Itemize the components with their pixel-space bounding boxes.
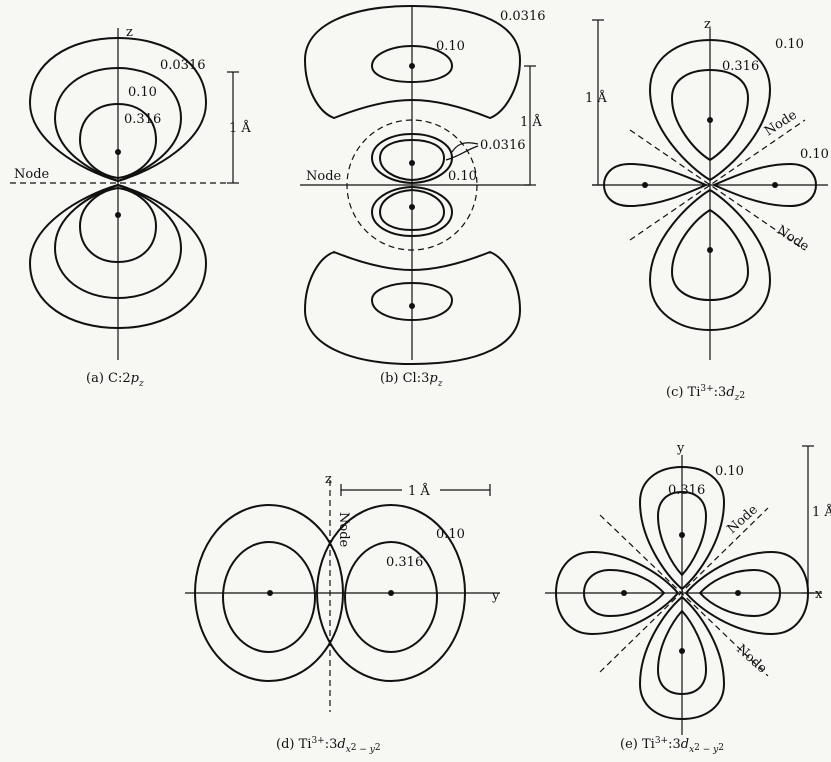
contour-inner-lower	[78, 186, 158, 264]
scale-label: 1 Å	[585, 90, 607, 106]
nucleus-dot	[115, 149, 121, 155]
node-cone-line	[629, 129, 806, 251]
contour-inner-bottom	[670, 208, 750, 302]
node-label: Node	[762, 107, 800, 139]
contour-inner-lower-inner	[378, 188, 446, 232]
contour-label: 0.316	[124, 112, 161, 127]
panel-e: 1 Å y x 0.10 0.316 Node Node (e) Ti3+:3d…	[545, 441, 831, 755]
nucleus-dot	[115, 212, 121, 218]
caption-a: (a) C:2pz	[86, 371, 144, 389]
contour-inner-bottom	[656, 609, 708, 696]
contour-outer-top	[648, 38, 772, 182]
nucleus-dot	[707, 247, 713, 253]
dashed-nodal-sphere	[346, 119, 478, 251]
nucleus-dot	[679, 648, 685, 654]
contour-label: 0.0316	[480, 138, 526, 153]
contour-inner-top	[656, 490, 708, 577]
contour-inner-upper-inner	[378, 138, 446, 182]
contour-label: 0.10	[128, 85, 157, 100]
caption-e: (e) Ti3+:3dx2 − y2	[620, 736, 724, 755]
node-line	[599, 507, 769, 673]
contour-outer-bottom	[303, 250, 522, 366]
contour-inner-upper-outer	[370, 132, 454, 185]
panel-a: z 0.0316 0.10 0.316 Node 1 Å (a) C:2pz	[10, 25, 251, 389]
nucleus-dot	[642, 182, 648, 188]
leader-arrow	[445, 145, 479, 161]
z-axis-label: z	[704, 17, 711, 32]
nucleus-dot	[735, 590, 741, 596]
contour-label: 0.316	[668, 483, 705, 498]
contour-inner-upper	[78, 102, 158, 180]
y-axis-label: y	[491, 589, 500, 604]
contour-outer-lower	[28, 183, 208, 330]
nucleus-dot	[679, 532, 685, 538]
nucleus-dot	[621, 590, 627, 596]
contour-mid-lower	[53, 183, 183, 300]
contour-outer-top	[638, 465, 726, 591]
panel-c: z 0.10 0.316 0.10 Node Node 1 Å (c) Ti3+…	[585, 17, 829, 403]
x-axis-label: x	[815, 587, 823, 602]
contour-label: 0.10	[715, 464, 744, 479]
node-label: Node	[733, 642, 769, 677]
contour-inner-right	[344, 541, 438, 653]
node-cone-line	[629, 119, 806, 241]
contour-outer-left	[194, 504, 344, 682]
contour-label: 0.10	[775, 37, 804, 52]
y-axis-label: y	[676, 441, 685, 456]
leader-arrow	[451, 142, 479, 153]
contour-label: 0.10	[436, 527, 465, 542]
contour-label: 0.10	[448, 169, 477, 184]
contour-label: 0.10	[800, 147, 829, 162]
nucleus-dot	[707, 117, 713, 123]
contour-outer-left	[554, 550, 680, 636]
nucleus-dot	[409, 204, 415, 210]
z-axis-label: z	[325, 472, 332, 487]
contour-label: 0.316	[722, 59, 759, 74]
contour-inner-lower-outer	[370, 185, 454, 238]
node-label: Node	[336, 512, 351, 548]
nucleus-dot	[388, 590, 394, 596]
nucleus-dot	[267, 590, 273, 596]
contour-inner-left	[222, 541, 316, 653]
caption-b: (b) Cl:3pz	[380, 371, 443, 389]
scale-label-bg	[402, 480, 440, 498]
contour-mid-upper	[53, 66, 183, 183]
z-axis-label: z	[126, 25, 133, 40]
node-line	[599, 514, 769, 677]
nucleus-dot	[772, 182, 778, 188]
nucleus-dot	[409, 303, 415, 309]
node-label: Node	[306, 169, 342, 184]
nucleus-dot	[409, 63, 415, 69]
panel-b: 0.0316 0.10 0.0316 0.10 Node 1 Å (b) Cl:…	[300, 4, 546, 389]
node-label: Node	[14, 167, 50, 182]
scale-label: 1 Å	[520, 114, 542, 130]
nucleus-dot	[409, 160, 415, 166]
scale-label: 1 Å	[812, 504, 831, 520]
contour-inner-right	[698, 568, 782, 618]
contour-outer-upper	[28, 36, 208, 183]
scale-label: 1 Å	[408, 483, 430, 499]
contour-outer-top	[303, 4, 522, 120]
contour-inner-bottom	[370, 281, 454, 322]
contour-label: 0.10	[436, 39, 465, 54]
contour-outer-bottom	[638, 595, 726, 721]
contour-outer-right	[316, 504, 466, 682]
contour-torus-right	[711, 162, 818, 208]
scale-label: 1 Å	[229, 120, 251, 136]
contour-label: 0.0316	[160, 58, 206, 73]
contour-label: 0.0316	[500, 9, 546, 24]
caption-d: (d) Ti3+:3dx2 − y2	[276, 736, 381, 755]
contour-inner-top	[670, 68, 750, 162]
contour-label: 0.316	[386, 555, 423, 570]
panel-d: 1 Å z y Node 0.10 0.316 (d) Ti3+:3dx2 − …	[185, 472, 500, 755]
contour-outer-bottom	[648, 188, 772, 332]
contour-inner-top	[370, 44, 454, 84]
caption-c: (c) Ti3+:3dz2	[666, 384, 745, 403]
contour-inner-left	[582, 568, 666, 618]
node-label: Node	[774, 223, 812, 255]
